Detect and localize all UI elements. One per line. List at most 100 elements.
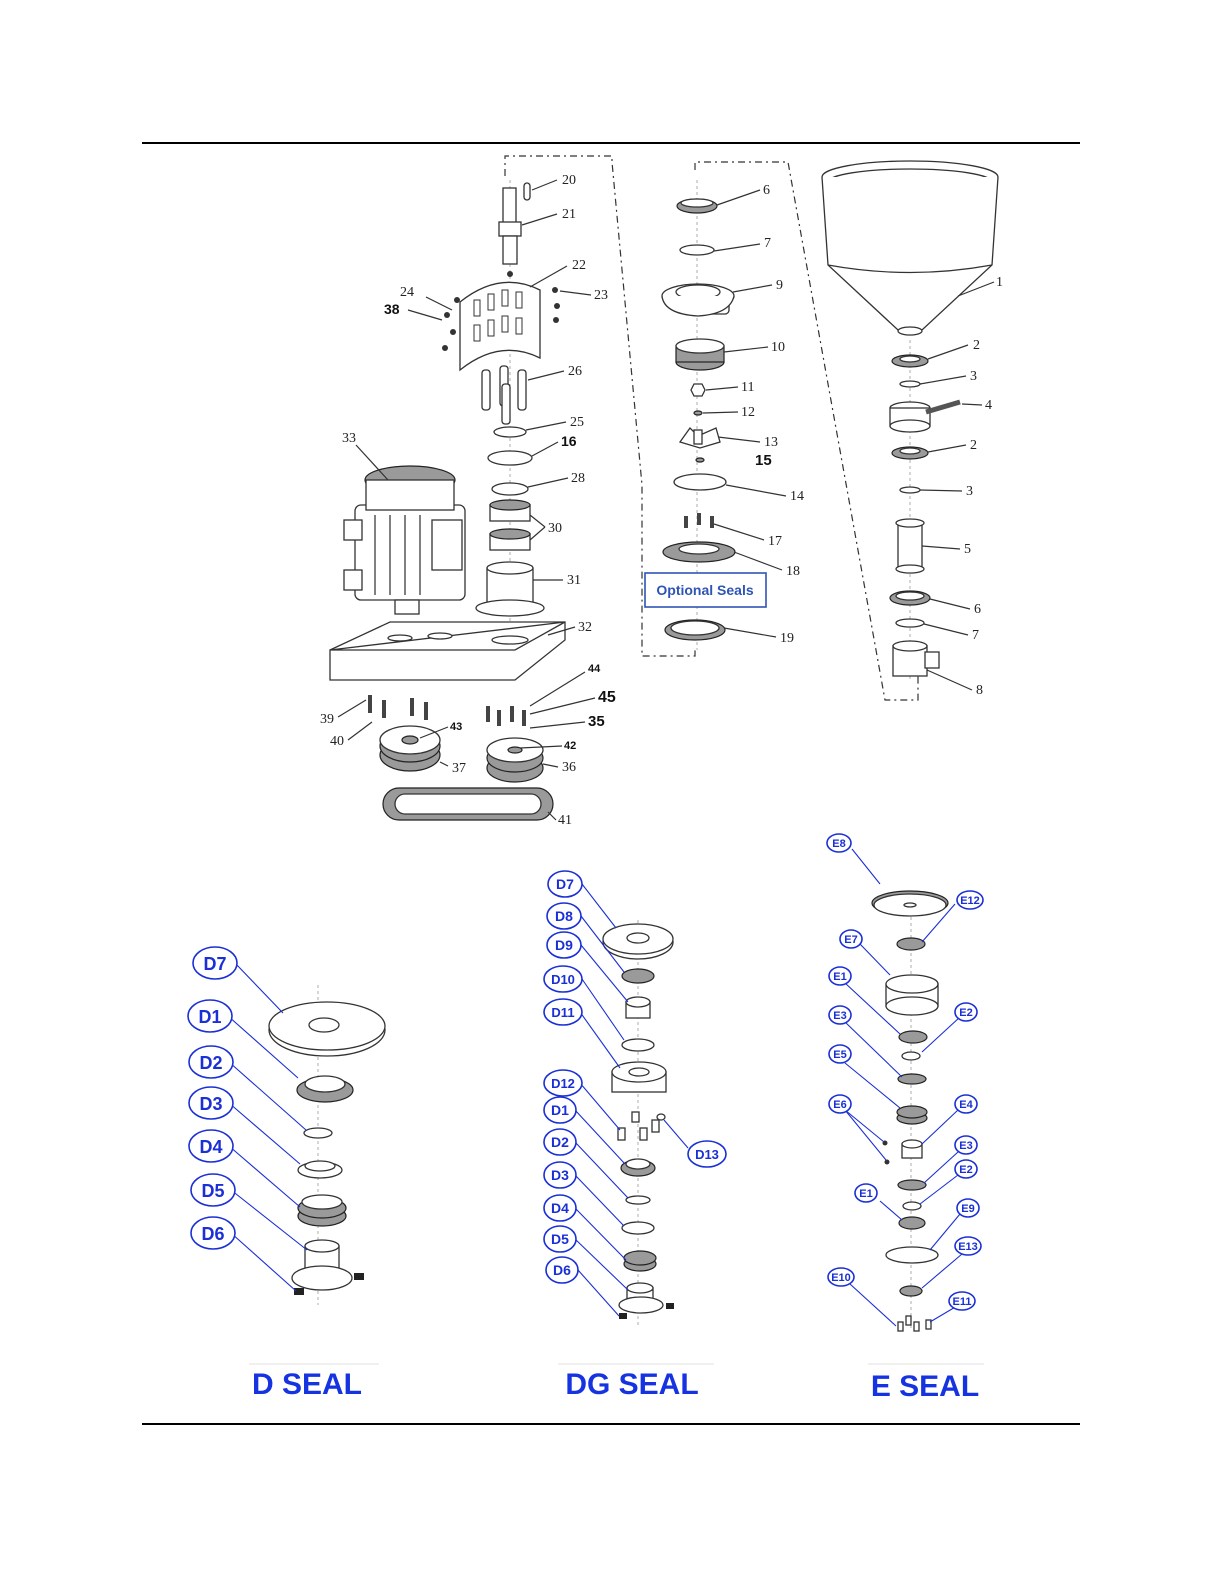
part-12-washer — [694, 411, 702, 415]
part-1-hopper — [822, 161, 998, 335]
dg-seal-d13 — [657, 1114, 665, 1120]
callout-8: 8 — [976, 683, 983, 698]
callout-1: 1 — [996, 275, 1003, 290]
part-37-pulley — [380, 726, 440, 771]
hopper-leaders — [920, 282, 994, 690]
dg-seal-d4 — [624, 1251, 656, 1271]
part-17-bolts — [684, 513, 714, 528]
part-5-spool — [896, 519, 924, 573]
e-seal-assembly: E8 E12 E7 E1 E2 E3 E5 E6 E4 E3 E2 E1 E9 … — [827, 834, 984, 1403]
dg-seal-d1 — [621, 1159, 655, 1176]
callout-6b: 6 — [974, 602, 981, 617]
part-16-plate — [488, 451, 532, 465]
callout-14: 14 — [790, 489, 804, 504]
hopper-assembly: 1 2 3 4 2 3 5 6 7 8 — [822, 161, 1003, 698]
callout-43: 43 — [450, 721, 462, 733]
e-seal-label-e11: E11 — [953, 1296, 972, 1308]
callout-39: 39 — [320, 712, 334, 727]
callout-26: 26 — [568, 364, 582, 379]
dg-seal-label-d12: D12 — [551, 1076, 575, 1091]
e-seal-label-e6: E6 — [833, 1099, 846, 1111]
part-21-shaft — [499, 188, 521, 264]
e-seal-e7 — [886, 975, 938, 1015]
part-15-washer — [696, 458, 704, 462]
d-seal-label-d4: D4 — [199, 1137, 222, 1157]
part-6-clamp — [677, 199, 717, 213]
part-36-pulley — [487, 738, 543, 782]
e-seal-e6 — [883, 1141, 890, 1165]
callout-24: 24 — [400, 285, 414, 300]
dg-seal-label-d2: D2 — [551, 1134, 569, 1150]
part-33-motor — [344, 466, 465, 614]
d-seal-d7 — [269, 1002, 385, 1056]
part-2-clamp-a — [892, 355, 928, 367]
d-seal-label-d6: D6 — [201, 1224, 224, 1244]
callout-7: 7 — [764, 236, 771, 251]
dg-seal-label-d11: D11 — [551, 1005, 574, 1020]
callout-12: 12 — [741, 405, 755, 420]
part-25-ring — [494, 427, 526, 437]
e-seal-e13 — [900, 1286, 922, 1296]
d-seal-label-d7: D7 — [203, 954, 226, 974]
e-seal-e5 — [897, 1106, 927, 1124]
callout-38: 38 — [384, 301, 400, 317]
dg-seal-d2 — [626, 1196, 650, 1204]
part-4-valve — [890, 402, 960, 432]
e-seal-label-e5: E5 — [833, 1049, 846, 1061]
dg-seal-label-d5: D5 — [551, 1231, 569, 1247]
d-seal-d3 — [298, 1161, 342, 1178]
callout-41: 41 — [558, 813, 572, 828]
part-31-housing — [476, 562, 544, 616]
callout-3a: 3 — [970, 369, 977, 384]
part-18-backplate — [663, 542, 735, 562]
part-32-base — [330, 622, 565, 680]
callout-36: 36 — [562, 760, 576, 775]
part-7-gasket — [680, 245, 714, 255]
d-seal-label-d5: D5 — [201, 1181, 224, 1201]
e-seal-title: E SEAL — [871, 1370, 979, 1403]
dg-seal-label-d13: D13 — [695, 1147, 719, 1162]
callout-31: 31 — [567, 573, 581, 588]
dg-seal-label-d7: D7 — [556, 876, 574, 892]
dg-seal-d12-pins — [618, 1112, 659, 1140]
dg-seal-d11 — [612, 1062, 666, 1092]
e-seal-e2-top — [902, 1052, 920, 1060]
callout-2a: 2 — [973, 338, 980, 353]
dg-seal-d7 — [603, 924, 673, 959]
callout-37: 37 — [452, 761, 466, 776]
e-seal-label-e9: E9 — [961, 1203, 974, 1215]
callout-17: 17 — [768, 534, 782, 549]
callout-40: 40 — [330, 734, 344, 749]
callout-16: 16 — [561, 433, 577, 449]
callout-42: 42 — [564, 740, 576, 752]
callout-19: 19 — [780, 631, 794, 646]
dg-seal-label-d9: D9 — [555, 937, 573, 953]
e-seal-e3-bottom — [898, 1180, 926, 1190]
e-seal-e10-e11-screws — [898, 1316, 931, 1331]
part-11-nut — [691, 384, 705, 396]
callout-4: 4 — [985, 398, 992, 413]
part-41-belt — [383, 788, 553, 820]
part-9-cover — [662, 284, 734, 316]
e-seal-e1-bottom — [899, 1217, 925, 1229]
callout-25: 25 — [570, 415, 584, 430]
e-seal-label-e7: E7 — [844, 934, 857, 946]
callout-2b: 2 — [970, 438, 977, 453]
part-13-impeller — [680, 428, 720, 448]
callout-33: 33 — [342, 431, 356, 446]
e-seal-label-e3-top: E3 — [833, 1010, 846, 1022]
e-seal-e4 — [902, 1140, 922, 1158]
part-10-screen — [676, 339, 724, 370]
e-seal-label-e10: E10 — [831, 1272, 851, 1284]
part-3-gasket-a — [900, 381, 920, 387]
d-seal-label-d3: D3 — [199, 1094, 222, 1114]
fasteners-35-39-40-44-45 — [368, 695, 526, 726]
dg-seal-label-d4: D4 — [551, 1200, 569, 1216]
callout-22: 22 — [572, 258, 586, 273]
dg-seal-d3 — [622, 1222, 654, 1234]
callout-9: 9 — [776, 278, 783, 293]
part-2-clamp-b — [892, 447, 928, 459]
part-8-tee — [893, 641, 939, 676]
d-seal-label-d1: D1 — [198, 1007, 221, 1027]
e-seal-e3-top — [898, 1074, 926, 1084]
